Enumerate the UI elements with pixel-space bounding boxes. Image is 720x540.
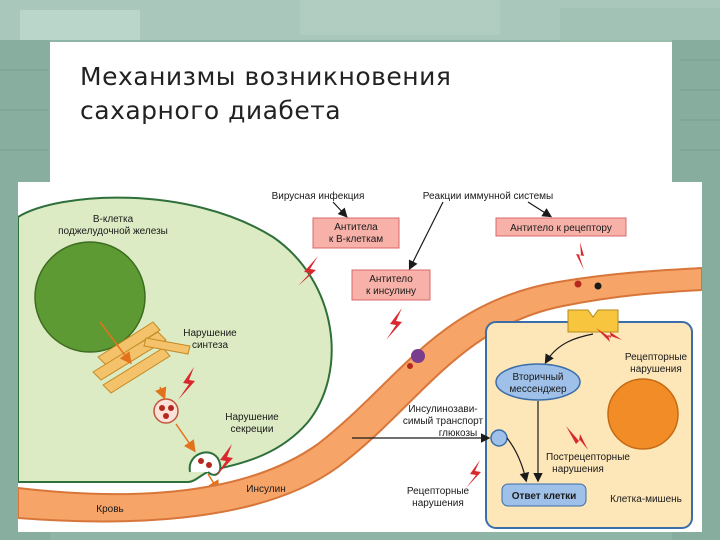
insulin-independent-label-3: глюкозы — [439, 428, 477, 439]
cell-response-label: Ответ клетки — [512, 491, 577, 502]
insulin-granule — [206, 462, 212, 468]
antibody-insulin-box — [351, 269, 431, 301]
receptor-disorders-2-label-1: Рецепторные — [407, 486, 470, 497]
secretion-disorder-label-2: секреции — [231, 424, 274, 435]
insulin-granule — [168, 405, 174, 411]
slide-title: Механизмы возникновения сахарного диабет… — [80, 60, 640, 128]
receptor-disorders-label-1: Рецепторные — [625, 352, 688, 363]
antibodies-b-cells-label-1: Антитела — [334, 222, 378, 233]
antibodies-b-cells-box — [312, 217, 400, 249]
title-line-1: Механизмы возникновения — [80, 62, 452, 91]
second-messenger-label-1: Вторичный — [512, 372, 563, 383]
antibody-insulin-label-2: к инсулину — [366, 286, 416, 297]
target-cell-label: Клетка-мишень — [610, 494, 682, 505]
insulin-molecule — [574, 280, 582, 288]
target-cell-nucleus — [607, 378, 679, 450]
insulin-granule — [163, 413, 169, 419]
immune-reactions-label: Реакции иммунной системы — [423, 191, 554, 202]
second-messenger — [495, 363, 581, 401]
insulin-receptor — [567, 309, 619, 333]
insulin-vesicle — [153, 398, 179, 424]
insulin-granule — [198, 458, 204, 464]
synthesis-disorder-label-1: Нарушение — [183, 328, 237, 339]
second-messenger-label-2: мессенджер — [509, 384, 567, 395]
title-line-2: сахарного диабета — [80, 96, 342, 125]
insulin-independent-label-1: Инсулинозави- — [408, 404, 477, 415]
lightning-markers — [178, 242, 622, 488]
antibodies-b-cells-label-2: к В-клеткам — [329, 234, 383, 245]
glucose-transporter — [490, 429, 508, 447]
diabetes-mechanisms-diagram: В-клетка поджелудочной железы Вирусная и… — [18, 182, 702, 532]
title-card — [50, 42, 672, 192]
secretion-disorder-label-1: Нарушение — [225, 412, 279, 423]
b-cell-nucleus — [34, 241, 146, 353]
antibody-bound-insulin — [411, 349, 425, 363]
viral-infection-label: Вирусная инфекция — [272, 190, 365, 202]
receptor-antibody — [594, 282, 602, 290]
receptor-disorders-label-2: нарушения — [630, 364, 682, 375]
blood-vessel — [18, 266, 702, 523]
postreceptor-disorders-label-2: нарушения — [552, 464, 604, 475]
b-cell-label-1: В-клетка — [93, 214, 134, 225]
antibody-receptor-box — [495, 217, 627, 237]
postreceptor-disorders-label-1: Пострецепторные — [546, 452, 630, 463]
cell-response-box — [501, 483, 587, 507]
insulin-label: Инсулин — [246, 484, 285, 495]
receptor-disorders-2-label-2: нарушения — [412, 498, 464, 509]
insulin-granule — [159, 405, 165, 411]
insulin-molecule — [407, 363, 413, 369]
antibody-insulin-label-1: Антитело — [369, 274, 413, 285]
b-cell-label-2: поджелудочной железы — [58, 226, 168, 237]
blood-label: Кровь — [96, 504, 123, 515]
antibody-receptor-label: Антитело к рецептору — [510, 223, 612, 234]
insulin-independent-label-2: симый транспорт — [403, 416, 484, 427]
synthesis-disorder-label-2: синтеза — [192, 340, 229, 351]
exocytosis-pocket — [188, 451, 222, 476]
